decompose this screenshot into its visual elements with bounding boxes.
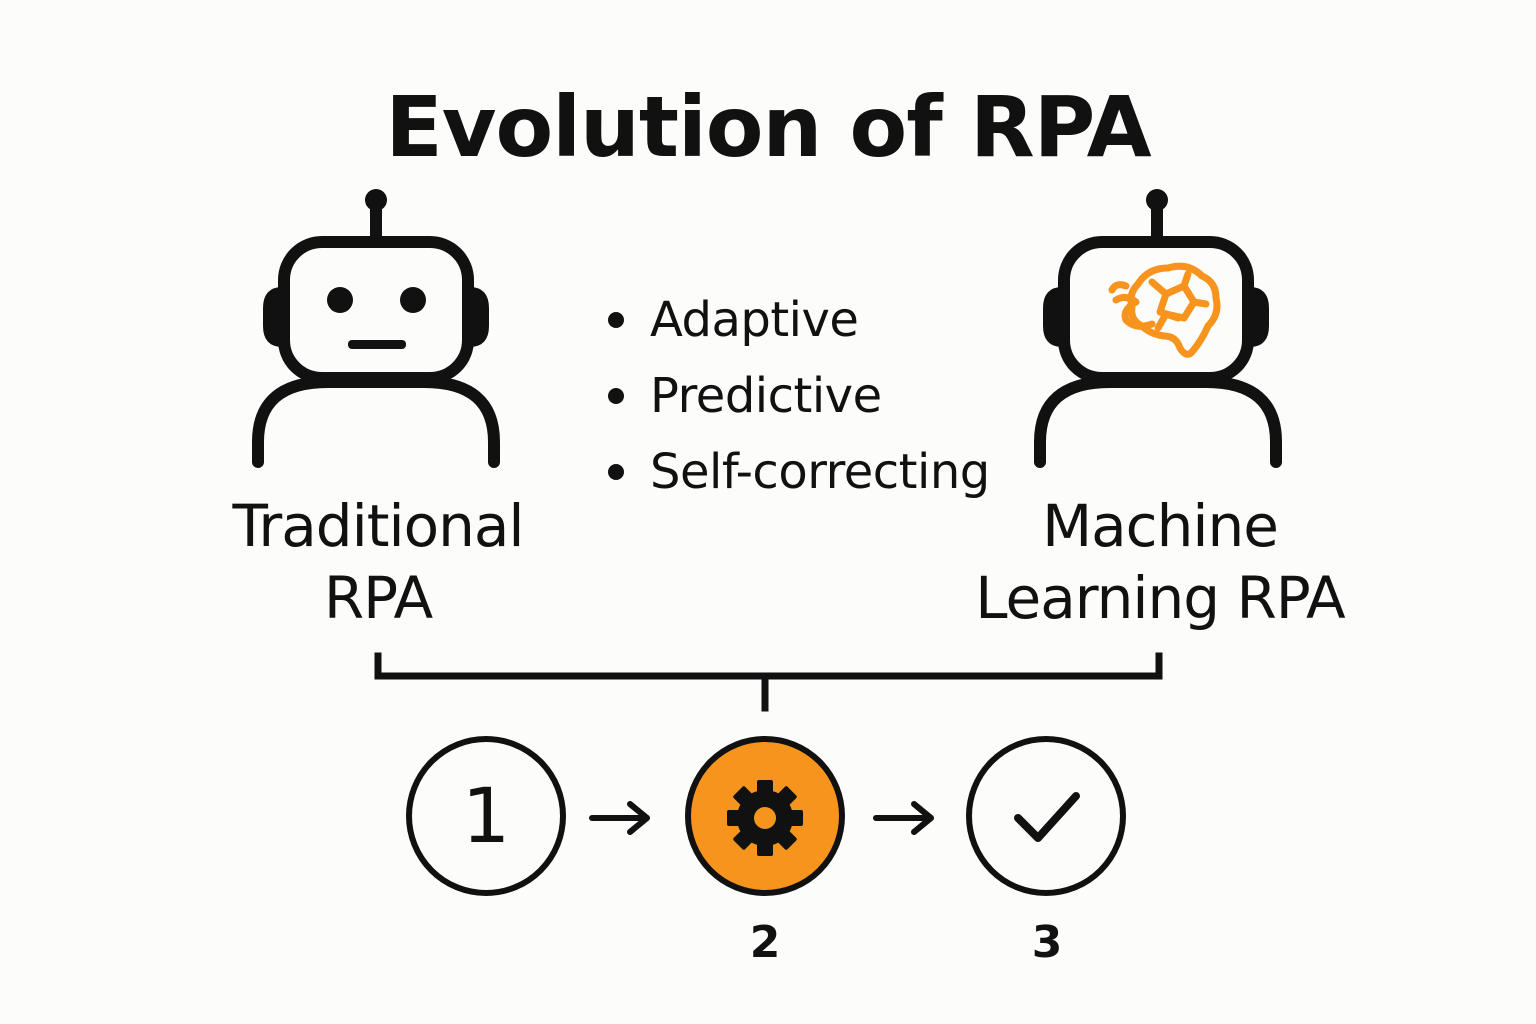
step-two-number: 2 [749, 917, 781, 968]
feature-label: Predictive [650, 368, 882, 424]
traditional-robot-icon [252, 189, 500, 468]
feature-item: Self-correcting [608, 434, 990, 510]
feature-label: Self-correcting [650, 444, 990, 500]
step-three-number: 3 [1031, 917, 1063, 968]
bullet-icon [608, 388, 624, 404]
ml-rpa-label: Machine Learning RPA [930, 490, 1390, 634]
arrow-right-icon [589, 801, 650, 835]
bracket-connector [374, 652, 1163, 712]
label-line: Traditional [232, 492, 525, 560]
step-one-circle [406, 736, 566, 896]
robot-face-icon [327, 287, 426, 349]
feature-item: Predictive [608, 358, 990, 434]
label-line: RPA [323, 564, 433, 632]
bullet-icon [608, 312, 624, 328]
feature-label: Adaptive [650, 292, 859, 348]
label-line: Learning RPA [975, 564, 1345, 632]
feature-list: Adaptive Predictive Self-correcting [608, 282, 990, 510]
bullet-icon [608, 464, 624, 480]
gear-icon [727, 780, 803, 856]
arrow-right-icon [873, 801, 934, 835]
traditional-rpa-label: Traditional RPA [178, 490, 578, 634]
label-line: Machine [1042, 492, 1279, 560]
brain-icon [1108, 262, 1221, 358]
ml-robot-icon [1034, 189, 1282, 468]
step-one-digit: 1 [461, 771, 511, 860]
checkmark-icon [1014, 792, 1080, 842]
feature-item: Adaptive [608, 282, 990, 358]
diagram-title: Evolution of RPA [385, 78, 1151, 176]
step-three-circle [966, 736, 1126, 896]
